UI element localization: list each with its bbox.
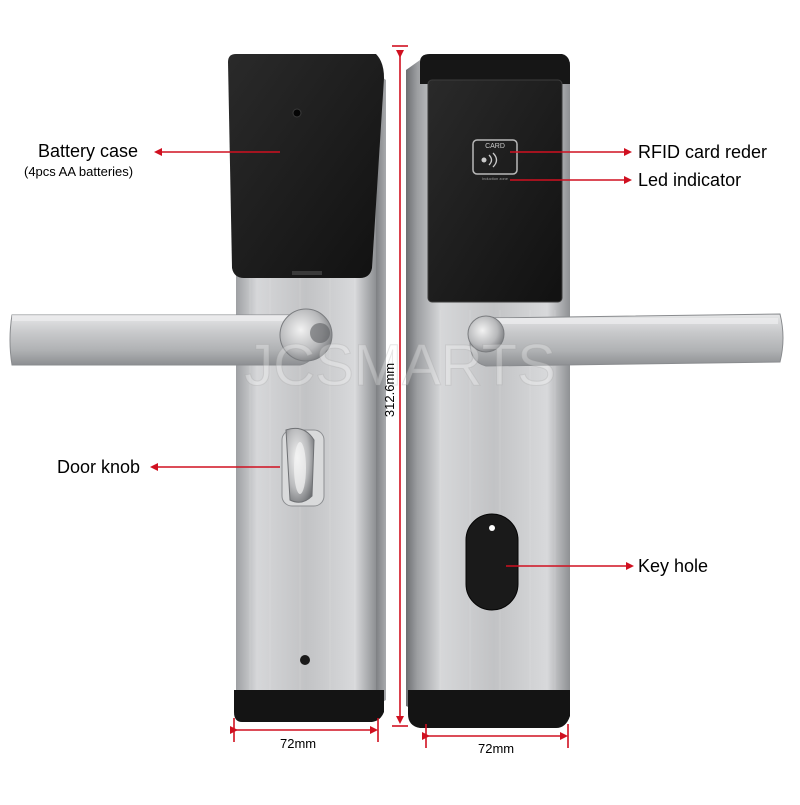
door-knob-label: Door knob: [57, 457, 141, 477]
width-right-label: 72mm: [478, 741, 515, 756]
annotation-arrows: [150, 148, 634, 570]
led-indicator-label: Led indicator: [638, 170, 742, 190]
card-icon-top-text: CARD: [485, 143, 505, 150]
rfid-label: RFID card reder: [638, 142, 768, 162]
screw-hole-icon: [292, 108, 302, 118]
right-bottom-cap: [408, 690, 570, 728]
width-left-label: 72mm: [280, 736, 317, 751]
card-icon: CARD Induction zone: [472, 139, 518, 181]
width-dimension-right: [422, 724, 569, 748]
height-dimension: [392, 45, 408, 727]
left-panel: [9, 54, 386, 722]
emergency-keyhole-icon: [300, 655, 310, 665]
right-panel: CARD Induction zone: [406, 54, 784, 728]
right-lever-handle: [467, 313, 784, 367]
key-hole: [465, 513, 519, 611]
left-bottom-cap: [234, 690, 384, 722]
door-knob: [281, 427, 325, 507]
card-icon-bottom-text: Induction zone: [482, 176, 509, 181]
height-dimension-label: 312.6mm: [382, 363, 397, 417]
battery-case-label: Battery case: [38, 141, 139, 161]
rfid-reader-panel: CARD Induction zone: [427, 79, 563, 303]
key-hole-label: Key hole: [638, 556, 709, 576]
battery-case: [228, 54, 384, 278]
battery-note-label: (4pcs AA batteries): [24, 164, 134, 179]
width-dimension-left: [230, 718, 379, 742]
